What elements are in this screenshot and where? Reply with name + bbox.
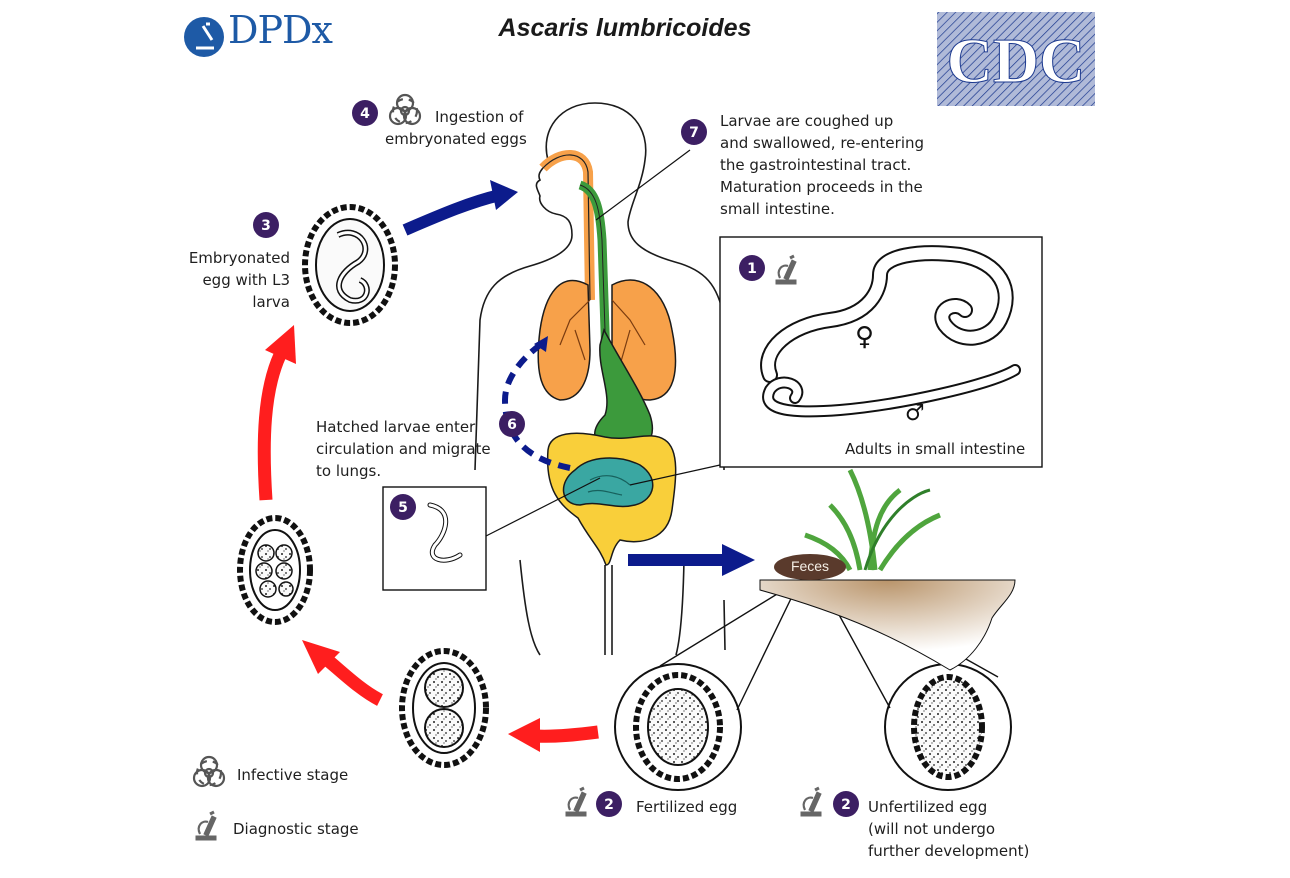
embryonated-egg xyxy=(302,204,398,326)
soil-and-plant xyxy=(759,468,1016,671)
migration-dashed-arrow xyxy=(501,336,571,471)
legend-infective-label: Infective stage xyxy=(237,766,349,784)
svg-text:CDC: CDC xyxy=(947,25,1086,96)
badge-step-5 xyxy=(390,494,416,520)
badge-step-2b xyxy=(833,791,859,817)
badge-step-3 xyxy=(253,212,279,238)
microscope-icon xyxy=(565,786,587,817)
blue-arrow-to-feces xyxy=(628,544,755,576)
lungs xyxy=(537,279,677,401)
feces-label: Feces xyxy=(790,558,830,574)
unfertilized-egg xyxy=(884,663,1012,791)
svg-text:♂: ♂ xyxy=(905,401,925,426)
dpdx-logo-text: DPDx xyxy=(228,8,333,52)
biohazard-icon xyxy=(388,93,422,126)
step6-label: Hatched larvae enter circulation and mig… xyxy=(316,418,491,480)
badge-number-6: 6 xyxy=(507,417,517,433)
microscope-icon xyxy=(195,810,217,841)
cdc-logo: CDC xyxy=(937,12,1095,106)
badge-step-7 xyxy=(681,119,707,145)
step7-label: Larvae are coughed up and swallowed, re-… xyxy=(720,112,925,218)
microscope-icon xyxy=(775,254,797,285)
badge-step-2a xyxy=(596,791,622,817)
red-arrow-left xyxy=(508,718,599,752)
legend-diagnostic-label: Diagnostic stage xyxy=(233,820,359,838)
badge-number-5: 5 xyxy=(398,500,408,516)
blue-arrow-to-mouth xyxy=(402,180,518,236)
dpdx-logo xyxy=(184,17,224,57)
step2-unfertilized-label: Unfertilized egg (will not undergo furth… xyxy=(868,798,1030,860)
badge-number-2a: 2 xyxy=(604,797,614,813)
biohazard-icon xyxy=(192,755,226,788)
badge-step-6 xyxy=(499,411,525,437)
red-arrow-up xyxy=(257,325,296,501)
svg-text:♀: ♀ xyxy=(855,322,874,352)
red-arrow-upper-left xyxy=(302,640,384,706)
developing-egg-multicell xyxy=(237,515,313,625)
step4-label: Ingestion of embryonated eggs xyxy=(385,108,527,148)
fertilized-egg xyxy=(614,663,742,791)
diagram-title: Ascaris lumbricoides xyxy=(498,14,752,42)
feces-blob xyxy=(774,554,846,580)
developing-egg-two-cell xyxy=(399,648,489,768)
small-intestine xyxy=(562,457,654,508)
step2-fertilized-label: Fertilized egg xyxy=(636,798,738,816)
badge-number-7: 7 xyxy=(689,125,699,141)
step3-label: Embryonated egg with L3 larva xyxy=(188,249,290,311)
badge-number-1: 1 xyxy=(747,261,757,277)
badge-number-2b: 2 xyxy=(841,797,851,813)
badge-step-4 xyxy=(352,100,378,126)
badge-step-1 xyxy=(739,255,765,281)
badge-number-4: 4 xyxy=(360,106,370,122)
microscope-icon xyxy=(800,786,822,817)
human-body-outline xyxy=(474,102,726,656)
step1-label: Adults in small intestine xyxy=(845,440,1026,458)
adults-box: ♀ ♂ xyxy=(719,236,1043,468)
badge-number-3: 3 xyxy=(261,218,271,234)
airway-esophagus xyxy=(539,150,611,361)
